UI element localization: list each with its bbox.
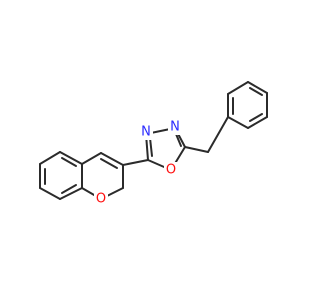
bond bbox=[59, 187, 83, 200]
atom-o1: O bbox=[164, 162, 178, 178]
bond bbox=[247, 116, 268, 129]
double-bond-inner bbox=[175, 133, 182, 147]
atom-label: N bbox=[141, 125, 151, 140]
atom-label: O bbox=[166, 163, 176, 178]
molecule-diagram: N N O O bbox=[39, 81, 268, 207]
double-bond-inner bbox=[249, 113, 263, 122]
bond-ch2-phenyl bbox=[207, 116, 229, 153]
double-bond-inner bbox=[100, 158, 118, 169]
bond bbox=[227, 81, 249, 95]
chromene-ring bbox=[39, 151, 124, 200]
bond bbox=[100, 152, 124, 166]
bond-oxadiazole-chromene bbox=[122, 159, 149, 166]
atom-n4: N bbox=[168, 119, 182, 135]
double-bond-inner bbox=[61, 157, 77, 167]
atom-label: N bbox=[170, 120, 180, 135]
atom-o-pyran: O bbox=[94, 191, 108, 207]
bond bbox=[59, 151, 83, 165]
atom-n3: N bbox=[139, 124, 153, 140]
double-bond-inner bbox=[149, 137, 153, 157]
bond bbox=[227, 116, 249, 129]
atom-label: O bbox=[96, 192, 106, 207]
bond bbox=[81, 152, 102, 165]
double-bond-inner bbox=[249, 87, 263, 96]
bond bbox=[39, 187, 61, 200]
bond bbox=[247, 81, 268, 94]
bond bbox=[39, 151, 61, 165]
bond-ch2-oxadiazole bbox=[184, 146, 209, 153]
phenyl-ring bbox=[227, 81, 268, 129]
double-bond-inner bbox=[61, 184, 77, 194]
